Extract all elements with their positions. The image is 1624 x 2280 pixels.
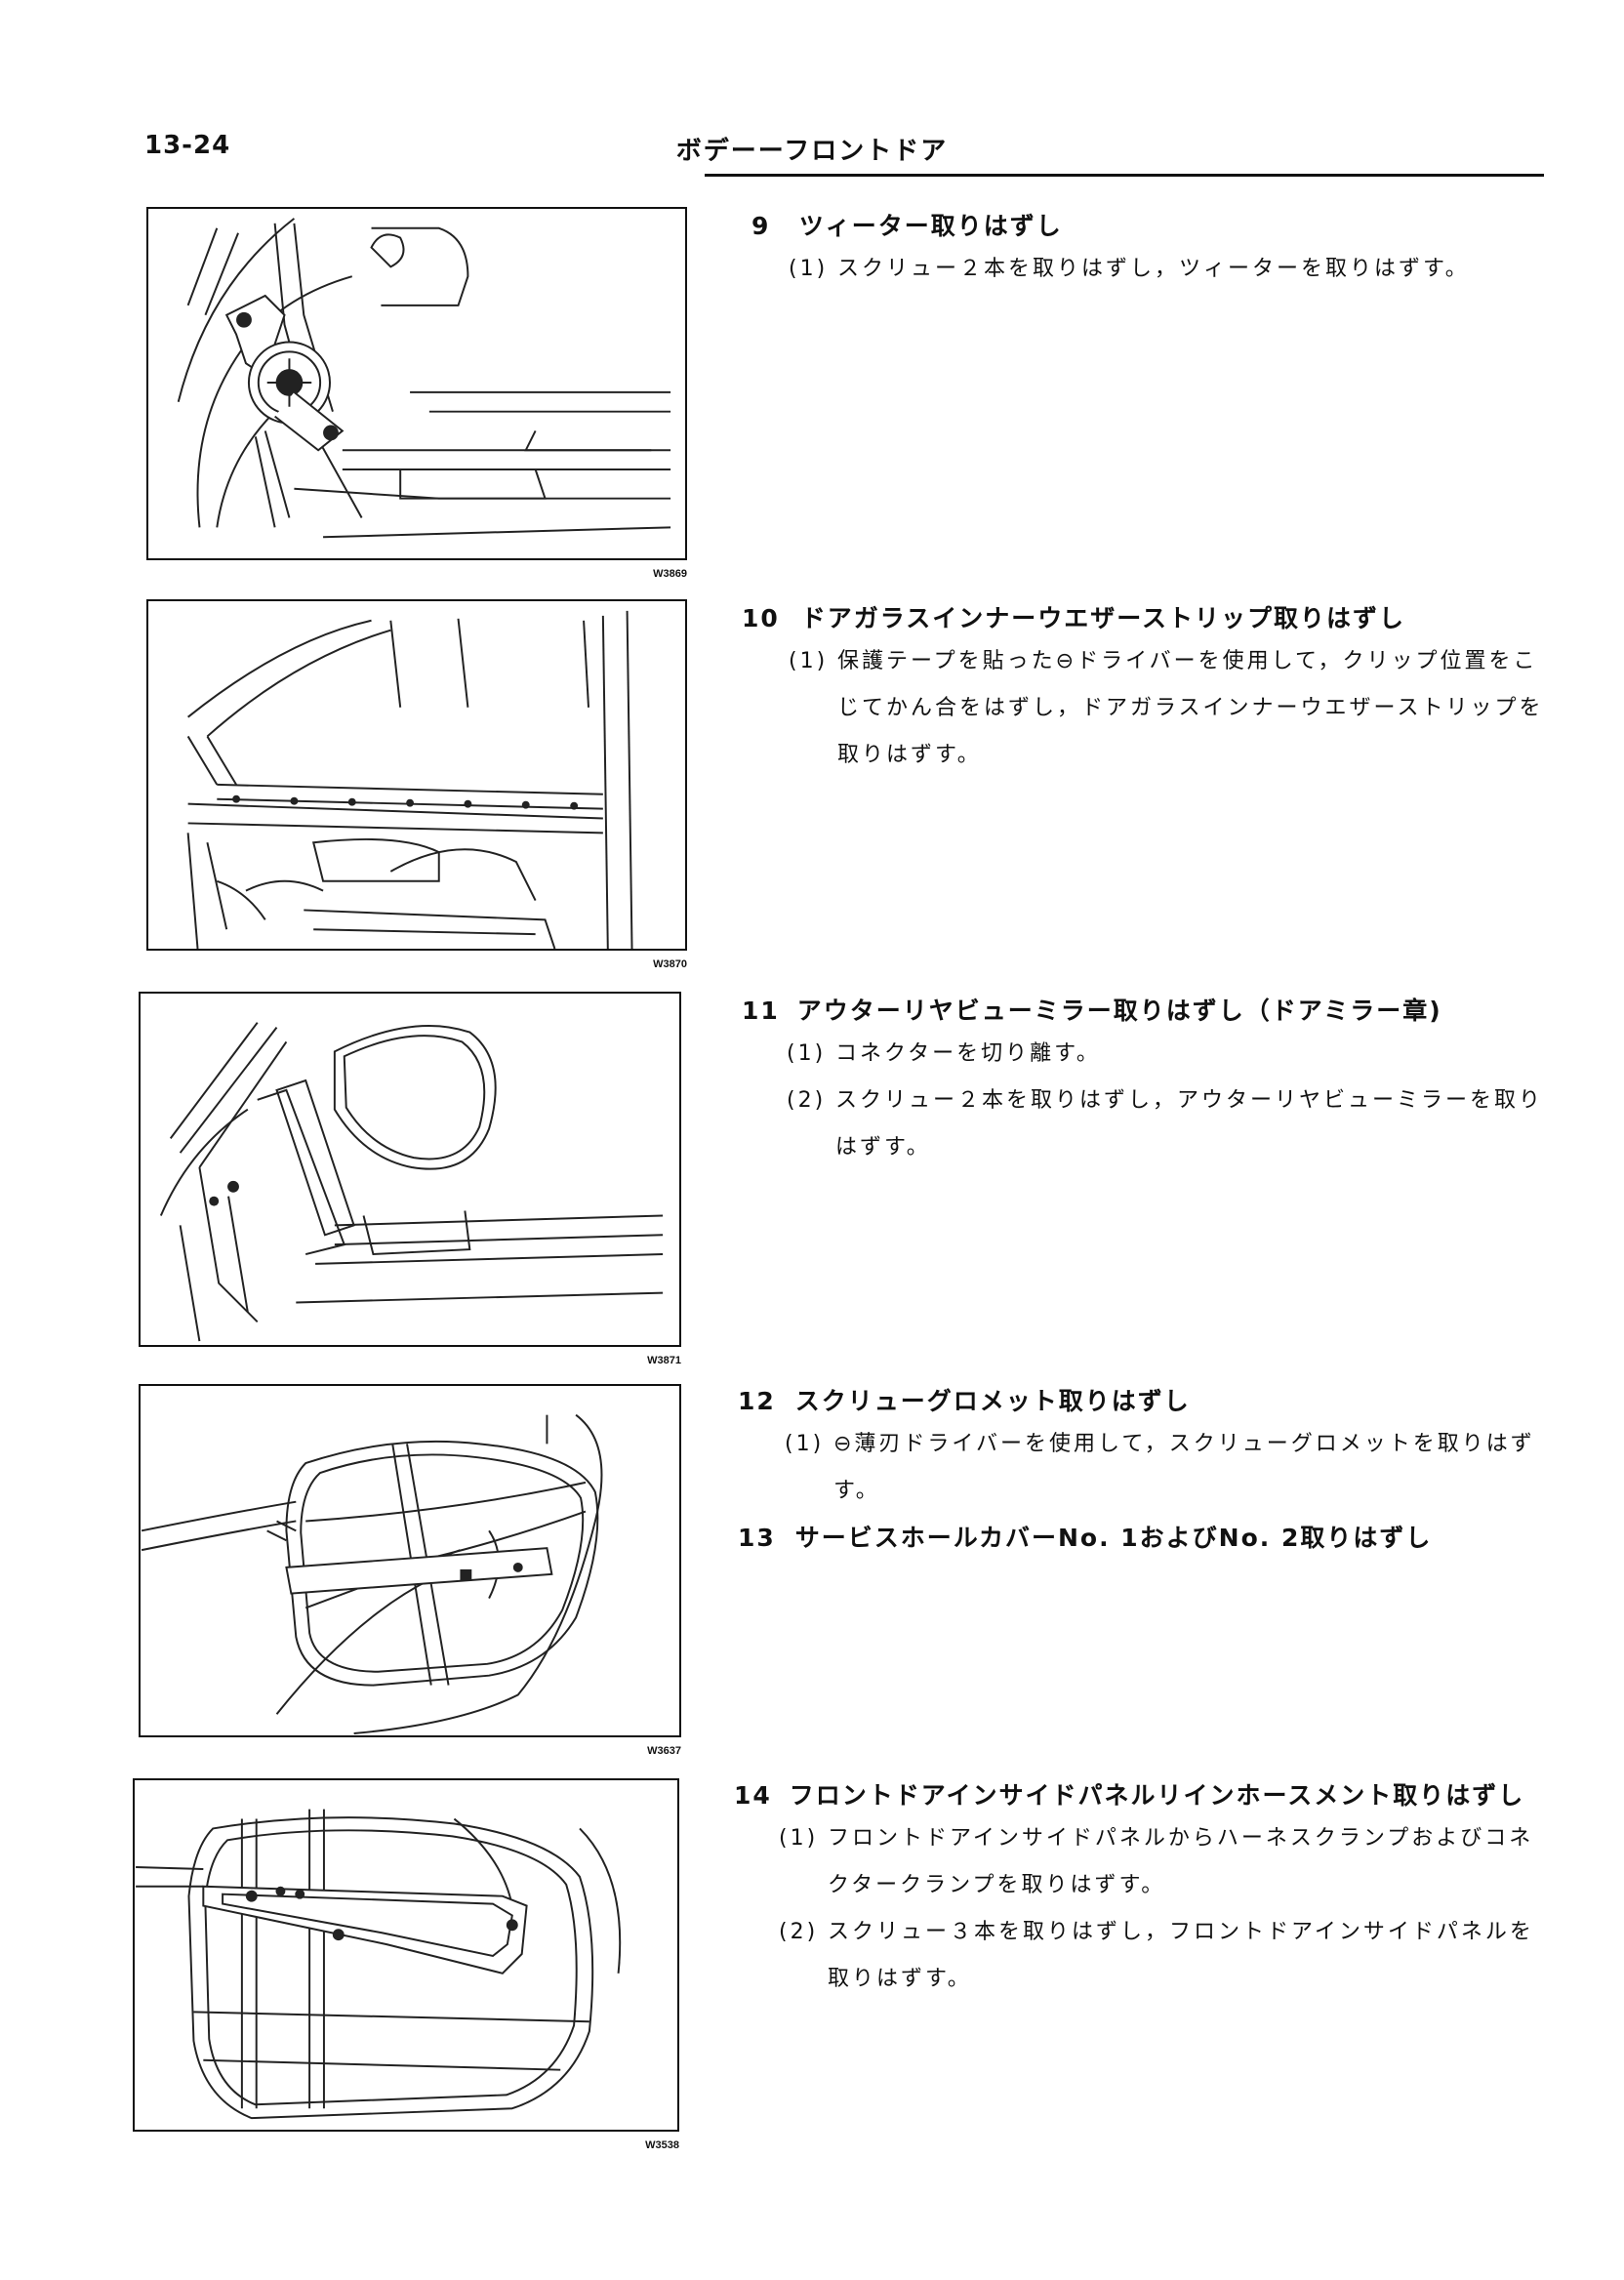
- substep-mark: (1): [789, 257, 829, 281]
- step-title: サービスホールカバーNo. 1およびNo. 2取りはずし: [794, 1524, 1433, 1552]
- substep-text: ⊖薄刃ドライバーを使用して，スクリューグロメットを取りはずす。: [833, 1432, 1535, 1503]
- step-title: ツィーター取りはずし: [798, 212, 1063, 240]
- substep: (1) 保護テープを貼った⊖ドライバーを使用して，クリップ位置をこじてかん合をは…: [789, 638, 1550, 779]
- page-number: 13-24: [144, 131, 231, 160]
- step-title: フロントドアインサイドパネルリインホースメント取りはずし: [789, 1781, 1525, 1810]
- step-heading: 9 ツィーター取りはずし: [751, 207, 1063, 242]
- figure-mirror-illustration: W3871: [139, 992, 681, 1366]
- substep-mark: (1): [779, 1826, 819, 1851]
- substep-mark: (1): [789, 649, 829, 673]
- substep-text: スクリュー２本を取りはずし，ツィーターを取りはずす。: [837, 257, 1470, 281]
- step-number: 12: [738, 1387, 776, 1415]
- substep: (2) スクリュー３本を取りはずし，フロントドアインサイドパネルを取りはずす。: [779, 1909, 1540, 2003]
- substep: (1) フロントドアインサイドパネルからハーネスクランプおよびコネクタークランプ…: [779, 1815, 1540, 1909]
- figure-code: W3538: [645, 2139, 679, 2151]
- step-number: 13: [738, 1524, 776, 1552]
- figure-code: W3870: [653, 958, 687, 970]
- substep-text: 保護テープを貼った⊖ドライバーを使用して，クリップ位置をこじてかん合をはずし，ド…: [837, 649, 1544, 767]
- step-heading: 12 スクリューグロメット取りはずし: [738, 1382, 1191, 1417]
- step-number: 9: [751, 212, 771, 240]
- substep-mark: (2): [779, 1920, 819, 1944]
- substep-text: スクリュー３本を取りはずし，フロントドアインサイドパネルを取りはずす。: [828, 1920, 1534, 1991]
- reinforcement-drawing: [136, 1809, 622, 2120]
- figure-reinforcement-illustration: W3538: [133, 1778, 679, 2151]
- tweeter-drawing: [177, 218, 671, 539]
- step-heading: 10 ドアガラスインナーウエザーストリップ取りはずし: [742, 599, 1405, 634]
- substep: (1) ⊖薄刃ドライバーを使用して，スクリューグロメットを取りはずす。: [785, 1421, 1546, 1515]
- weatherstrip-drawing: [186, 610, 633, 949]
- figure-code: W3637: [647, 1745, 681, 1757]
- step-title: スクリューグロメット取りはずし: [794, 1387, 1191, 1415]
- step-number: 11: [742, 997, 780, 1025]
- figure-tweeter-illustration: W3869: [146, 207, 687, 580]
- step-number: 10: [742, 604, 780, 632]
- substep-mark: (1): [787, 1041, 827, 1066]
- page-title: ボデーーフロントドア: [675, 137, 949, 166]
- figure-grommet-illustration: W3637: [139, 1384, 681, 1757]
- substep: (1) スクリュー２本を取りはずし，ツィーターを取りはずす。: [789, 246, 1550, 293]
- step-title: アウターリヤビューミラー取りはずし（ドアミラー章): [796, 997, 1442, 1025]
- substep: (1) コネクターを切り離す。: [787, 1031, 1548, 1078]
- header-rule: [705, 174, 1544, 177]
- substep-text: フロントドアインサイドパネルからハーネスクランプおよびコネクタークランプを取りは…: [828, 1826, 1534, 1897]
- step-heading: 14 フロントドアインサイドパネルリインホースメント取りはずし: [734, 1776, 1524, 1812]
- figure-code: W3869: [653, 568, 687, 580]
- mirror-drawing: [159, 1022, 664, 1342]
- step-number: 14: [734, 1781, 772, 1810]
- substep-mark: (1): [785, 1432, 825, 1456]
- step-title: ドアガラスインナーウエザーストリップ取りはずし: [800, 604, 1405, 632]
- substep: (2) スクリュー２本を取りはずし，アウターリヤビューミラーを取りはずす。: [787, 1078, 1548, 1171]
- figure-weatherstrip-illustration: W3870: [146, 599, 687, 970]
- step-heading: 13 サービスホールカバーNo. 1およびNo. 2取りはずし: [738, 1519, 1432, 1554]
- substep-text: スクリュー２本を取りはずし，アウターリヤビューミラーを取りはずす。: [835, 1088, 1544, 1160]
- substep-mark: (2): [787, 1088, 827, 1113]
- step-heading: 11 アウターリヤビューミラー取りはずし（ドアミラー章): [742, 992, 1442, 1027]
- substep-text: コネクターを切り離す。: [835, 1041, 1101, 1066]
- grommet-drawing: [141, 1413, 603, 1735]
- figure-code: W3871: [647, 1355, 681, 1366]
